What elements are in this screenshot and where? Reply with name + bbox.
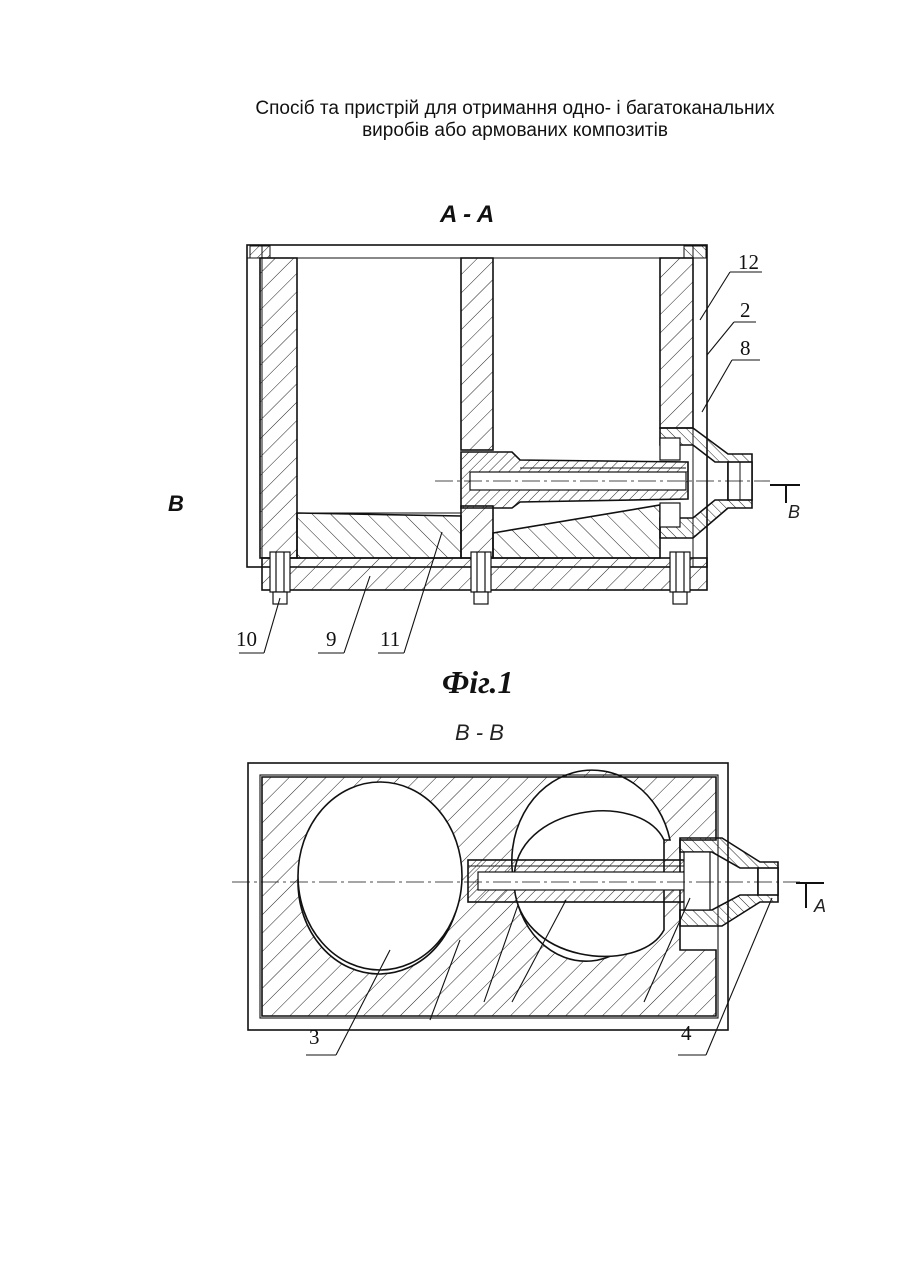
figure-1-section-a-a [247, 245, 800, 604]
callout-9: 9 [326, 627, 337, 651]
cavity-3 [298, 782, 462, 970]
callout-8: 8 [740, 336, 751, 360]
right-wall [660, 258, 693, 428]
callout-12: 12 [738, 250, 759, 274]
mandrel-tube-2 [468, 860, 708, 902]
mandrel-tube [461, 452, 688, 508]
callout-4: 4 [681, 1021, 692, 1045]
cut-arrow-label-a: A [813, 896, 826, 916]
cut-label-b: B [168, 491, 184, 516]
middle-partition [461, 258, 493, 450]
figure-caption: Фіг.1 [442, 664, 513, 700]
cut-arrow-label-b: B [788, 502, 800, 522]
section-label-b-b: B - B [455, 720, 504, 745]
callout-11: 11 [380, 627, 400, 651]
callouts-fig2: 3 4 [309, 1021, 692, 1049]
figure-2-section-b-b [232, 763, 824, 1030]
section-label-a-a: A - A [439, 201, 494, 228]
callout-3: 3 [309, 1025, 320, 1049]
callout-10: 10 [236, 627, 257, 651]
callout-2: 2 [740, 298, 751, 322]
left-wall [260, 258, 297, 558]
